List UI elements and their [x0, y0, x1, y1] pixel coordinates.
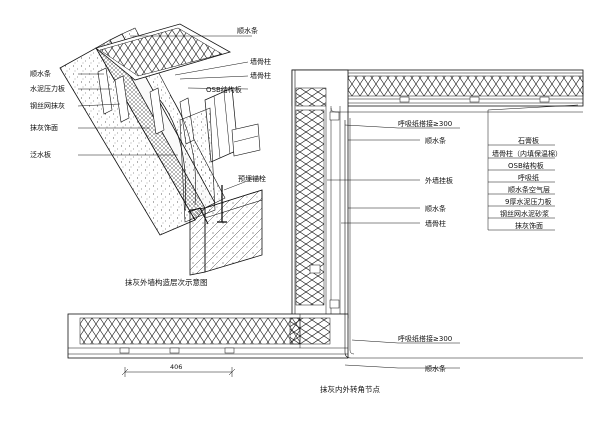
- dimension-line: [121, 367, 236, 377]
- right-detail-title: 抹灰内外转角节点: [320, 384, 380, 394]
- label-inner-0: 呼吸纸搭接≥300: [398, 119, 452, 128]
- top-insulation: [99, 27, 223, 77]
- label-inner-4: 墙骨柱: [425, 219, 446, 228]
- legend-0: 石膏板: [518, 136, 539, 145]
- label-inner-2: 外墙挂板: [425, 176, 453, 185]
- side-wall-insulation: [295, 109, 325, 306]
- label-stud-2: 墙骨柱: [250, 71, 271, 80]
- legend-5: 9厚水泥压力板: [505, 197, 551, 206]
- legend-1: 墙骨柱（内填保温棉）: [492, 149, 562, 158]
- bottom-wall-insulation: [79, 317, 301, 345]
- left-3d-detail: [59, 23, 263, 276]
- dimension-value: 406: [170, 363, 182, 371]
- label-bottom-1: 顺水条: [425, 364, 446, 373]
- label-left-2: 钢丝网抹灰: [30, 101, 65, 110]
- label-anchor: 预埋锚栓: [238, 174, 266, 183]
- label-osb: OSB结构板: [206, 85, 242, 94]
- legend-3: 呼吸纸: [518, 173, 539, 182]
- legend-4: 顺水条空气层: [508, 185, 550, 194]
- label-inner-1: 顺水条: [425, 136, 446, 145]
- label-left-4: 泛水板: [30, 150, 51, 159]
- left-detail-title: 抹灰外墙构造层次示意图: [125, 277, 208, 287]
- label-shunshui-top: 顺水条: [237, 26, 258, 35]
- label-inner-3: 顺水条: [425, 204, 446, 213]
- legend-7: 抹灰饰面: [515, 221, 543, 230]
- label-bottom-0: 呼吸纸搭接≥300: [398, 334, 452, 343]
- label-left-3: 抹灰饰面: [30, 123, 58, 132]
- legend-6: 钢丝网水泥砂浆: [500, 209, 549, 218]
- label-left-1: 水泥压力板: [30, 84, 65, 93]
- label-left-0: 顺水条: [30, 69, 51, 78]
- right-corner-detail: [67, 69, 584, 359]
- label-stud-1: 墙骨柱: [250, 57, 271, 66]
- top-wall-insulation: [329, 75, 584, 97]
- legend-2: OSB结构板: [508, 161, 544, 170]
